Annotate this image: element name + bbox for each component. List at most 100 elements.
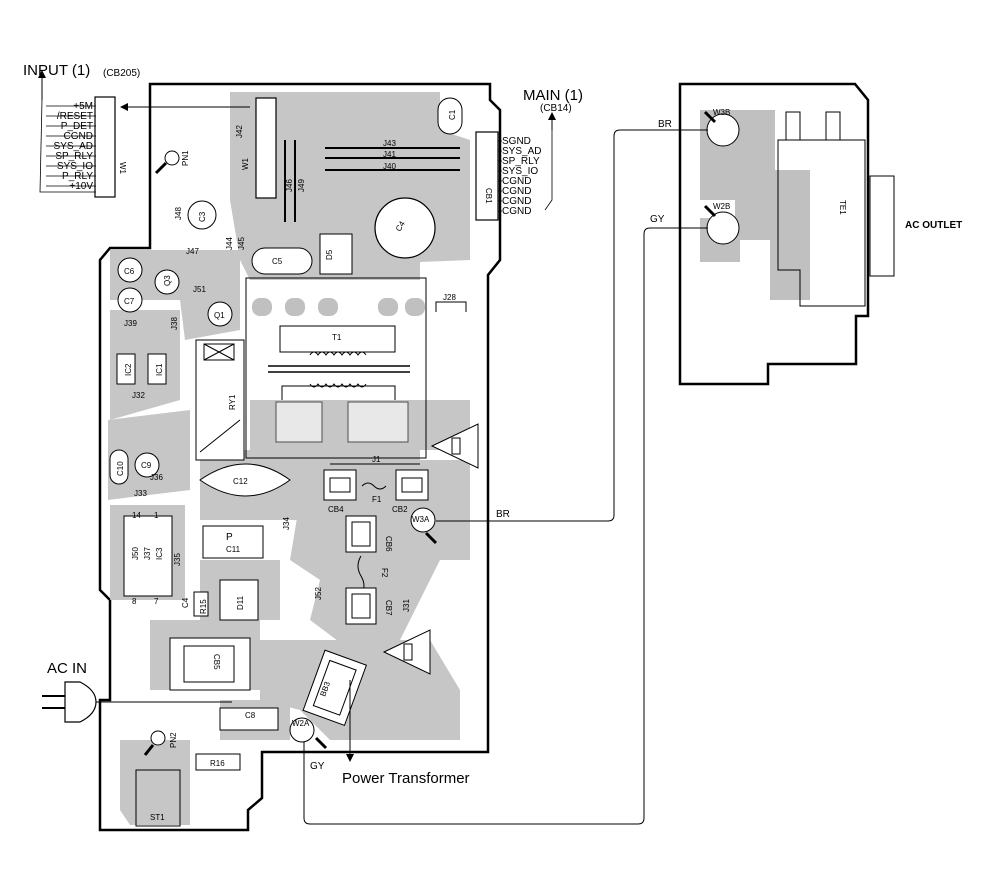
r16-label: R16 bbox=[210, 759, 225, 768]
r15 bbox=[193, 591, 209, 617]
ic2 bbox=[116, 353, 136, 385]
c11 bbox=[202, 525, 264, 559]
main-pin-label: SGND bbox=[502, 136, 531, 147]
c9-label: C9 bbox=[141, 461, 152, 470]
input-connector: INPUT (1) (CB205) W1 +5M/RESETP_DETCGNDS… bbox=[23, 62, 250, 198]
c7 bbox=[117, 287, 143, 313]
c6-label: C6 bbox=[124, 267, 135, 276]
c8 bbox=[219, 707, 279, 731]
d11 bbox=[219, 579, 259, 621]
c10 bbox=[109, 449, 129, 485]
f2-label: F2 bbox=[380, 568, 389, 578]
c9 bbox=[134, 452, 160, 478]
j33-label: J33 bbox=[134, 489, 147, 498]
d5-label: D5 bbox=[325, 249, 334, 260]
j46-label: J46 bbox=[285, 179, 294, 192]
cb4-label: CB4 bbox=[328, 505, 344, 514]
d11-label: D11 bbox=[236, 595, 245, 610]
wire-gy-bottom: GY bbox=[310, 761, 325, 772]
main-ref: (CB14) bbox=[540, 103, 572, 114]
input-header-ref: W1 bbox=[118, 162, 127, 175]
st1-label: ST1 bbox=[150, 813, 165, 822]
j51-label: J51 bbox=[193, 285, 206, 294]
wire-br-top: BR bbox=[658, 119, 672, 130]
input-pin-label: SYS_AD bbox=[54, 141, 93, 152]
c12 bbox=[199, 463, 291, 497]
input-pin-label: +10V bbox=[69, 181, 93, 192]
w3a-label: W3A bbox=[412, 515, 430, 524]
w2a bbox=[289, 717, 315, 743]
ry1-label: RY1 bbox=[228, 394, 237, 410]
j48-label: J48 bbox=[174, 207, 183, 220]
ic3 bbox=[123, 515, 173, 597]
main-board-outline bbox=[98, 82, 502, 832]
j52-label: J52 bbox=[314, 587, 323, 600]
j44-label: J44 bbox=[225, 237, 234, 250]
ac-in-plug: AC IN bbox=[42, 660, 232, 723]
j42-label: J42 bbox=[235, 125, 244, 138]
ic1 bbox=[147, 353, 167, 385]
main-pin-label: CGND bbox=[502, 206, 531, 217]
main-pin-label: CGND bbox=[502, 186, 531, 197]
pin8-label: 8 bbox=[132, 597, 137, 606]
input-pin-label: SYS_IO bbox=[57, 161, 93, 172]
w3a bbox=[410, 507, 436, 533]
input-ref: (CB205) bbox=[103, 68, 140, 79]
r16 bbox=[195, 753, 241, 771]
q1 bbox=[207, 301, 233, 327]
pin7-label: 7 bbox=[154, 597, 159, 606]
c4-capacitor bbox=[374, 197, 436, 259]
c4b-label: C4 bbox=[181, 597, 190, 608]
t1-outline bbox=[245, 277, 427, 459]
cb2-label: CB2 bbox=[392, 505, 408, 514]
main-pin-label: SP_RLY bbox=[502, 156, 540, 167]
ac-outlet-label: AC OUTLET bbox=[905, 220, 962, 231]
input-pin-label: CGND bbox=[64, 131, 93, 142]
d5 bbox=[319, 233, 353, 275]
wire-gy-top: GY bbox=[650, 214, 665, 225]
j32-label: J32 bbox=[132, 391, 145, 400]
wires bbox=[303, 129, 708, 825]
input-header bbox=[94, 96, 116, 198]
pn1 bbox=[164, 150, 180, 166]
j39-label: J39 bbox=[124, 319, 137, 328]
pn2 bbox=[150, 730, 166, 746]
c1 bbox=[437, 97, 463, 135]
j41-label: J41 bbox=[383, 150, 396, 159]
c3-label: C3 bbox=[198, 211, 207, 222]
ic3-label: IC3 bbox=[155, 547, 164, 560]
q3-label: Q3 bbox=[163, 275, 172, 286]
input-pin-label: P_RLY bbox=[62, 171, 93, 182]
cb5-label: CB5 bbox=[212, 654, 221, 670]
pin14-label: 14 bbox=[132, 511, 141, 520]
wire-br-mid: BR bbox=[496, 509, 510, 520]
main-header-ref: CB1 bbox=[484, 188, 493, 204]
input-title: INPUT (1) bbox=[23, 62, 90, 79]
st1 bbox=[135, 769, 181, 827]
pn2-label: PN2 bbox=[169, 732, 178, 748]
ac-in-label: AC IN bbox=[47, 660, 87, 677]
c11-label: C11 bbox=[226, 545, 241, 554]
j1-label: J1 bbox=[372, 455, 381, 464]
main-connector: MAIN (1) (CB14) CB1 SGNDSYS_ADSP_RLYSYS_… bbox=[475, 87, 583, 221]
j28-label: J28 bbox=[443, 293, 456, 302]
input-pin-label: +5M bbox=[73, 101, 93, 112]
t1-pads bbox=[252, 298, 425, 316]
w1-label: W1 bbox=[241, 157, 250, 170]
r15-label: R15 bbox=[199, 599, 208, 614]
j40-label: J40 bbox=[383, 162, 396, 171]
cb6-label: CB6 bbox=[384, 536, 393, 552]
ic1-label: IC1 bbox=[155, 363, 164, 376]
j50-label: J50 bbox=[131, 547, 140, 560]
j38-label: J38 bbox=[170, 317, 179, 330]
pin1-label: 1 bbox=[154, 511, 159, 520]
cb7-label: CB7 bbox=[384, 600, 393, 616]
main-header bbox=[475, 131, 499, 221]
main-pin-label: CGND bbox=[502, 176, 531, 187]
jumpers-top bbox=[284, 140, 460, 222]
j37-label: J37 bbox=[143, 547, 152, 560]
q1-label: Q1 bbox=[214, 311, 225, 320]
j45-label: J45 bbox=[237, 237, 246, 250]
bb3: BB3 bbox=[302, 649, 368, 727]
